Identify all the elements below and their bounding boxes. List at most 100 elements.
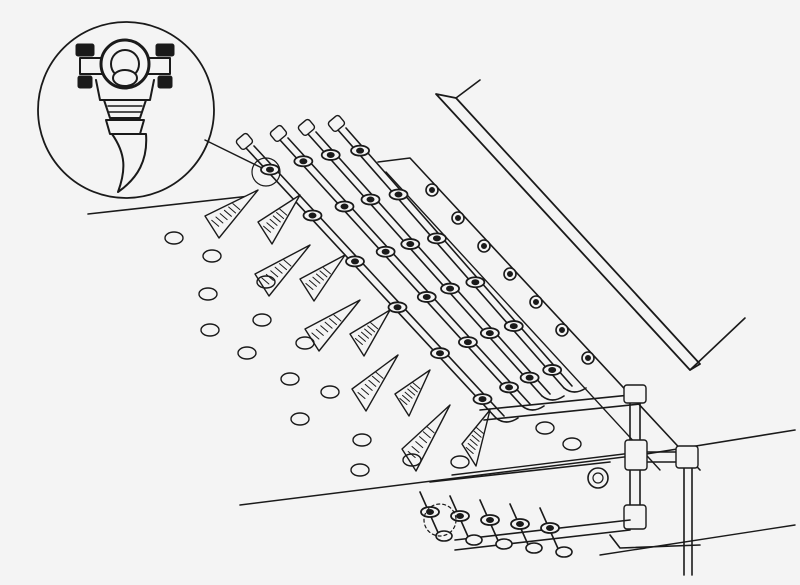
spray-droplet [352, 433, 372, 447]
spray-stipple [261, 277, 270, 285]
bolt-center [481, 243, 487, 249]
spray-droplet [535, 421, 555, 435]
spray-stipple [333, 314, 342, 322]
spray-stipple [211, 219, 220, 227]
nozzle-tip [471, 279, 480, 286]
spray-cone [257, 194, 301, 245]
pipe-edge [253, 145, 505, 417]
nozzle-tip [266, 166, 274, 173]
spray-cone [299, 254, 346, 302]
spray-stipple [276, 212, 285, 220]
pipe-elbow [541, 395, 565, 401]
nozzle-tip [406, 241, 415, 248]
spray-stipple [402, 394, 411, 402]
spray-stipple [354, 338, 363, 345]
nozzle-tip [486, 517, 494, 523]
spray-stipple [274, 266, 283, 274]
spray-stipple [263, 225, 272, 233]
nozzle-tip [326, 151, 335, 158]
hood-plate [377, 79, 746, 471]
spray-stipple [311, 332, 320, 340]
pipe-edge [315, 131, 551, 395]
spray-stipple [315, 328, 324, 336]
nozzle-tip [299, 158, 308, 165]
nozzle-tip [422, 293, 431, 300]
spray-cone [304, 299, 361, 352]
spray-droplet [450, 455, 470, 469]
spray-stipple [368, 379, 377, 387]
spray-stipple [357, 392, 366, 399]
spray-droplet [295, 336, 315, 350]
spray-stipple [215, 216, 224, 224]
pipe-edge [245, 147, 497, 419]
nozzle-tip [516, 521, 524, 527]
spray-stipple [370, 322, 379, 330]
nozzle-tip [546, 525, 554, 531]
spray-stipple [320, 325, 329, 333]
spray-stipple [312, 276, 321, 284]
nozzle-tip [436, 350, 444, 357]
pipe-manifold [235, 114, 595, 423]
spray-stipple [324, 321, 333, 329]
nozzle-tip [308, 212, 317, 219]
spray-stipple [319, 270, 328, 278]
nozzle-tip [356, 147, 365, 154]
spray-stipple [412, 382, 421, 390]
nozzle-tip [426, 509, 434, 515]
spray-stipple [411, 446, 420, 454]
pipe-edge [307, 133, 543, 397]
spray-stipple [399, 398, 408, 405]
spray-stipple [422, 431, 431, 439]
spray-stipple [415, 441, 424, 449]
pipe-end-cap [297, 118, 316, 137]
pipe-edge [345, 127, 573, 387]
spray-stipple [419, 436, 428, 444]
spray-stipple [269, 218, 278, 226]
spray-droplet [280, 372, 300, 386]
pipe-edge [287, 137, 531, 405]
nozzle-tip [432, 235, 441, 242]
spray-stipple [270, 270, 279, 278]
spray-stipple [223, 209, 232, 217]
spray-droplet [562, 437, 582, 451]
pipe-fitting [465, 534, 483, 546]
spray-droplet [164, 231, 184, 245]
spray-droplet [320, 385, 340, 399]
spray-stipple [409, 385, 418, 393]
spray-stipple [357, 334, 366, 342]
spray-droplets [164, 231, 582, 477]
detail-marker [423, 503, 457, 537]
spray-stipple [266, 222, 275, 230]
spray-cone [204, 189, 259, 239]
spray-stipple [471, 434, 480, 442]
pipe-end-cap [327, 114, 346, 133]
spray-stipple [219, 213, 228, 221]
nozzle-tip [456, 513, 464, 519]
spray-stipple [371, 375, 380, 383]
pipe-fitting [495, 538, 513, 550]
spray-stipple [305, 283, 314, 290]
spray-cone [351, 354, 399, 412]
bolt-center [559, 327, 565, 333]
spray-droplet [256, 275, 276, 289]
nozzle-tip [485, 330, 494, 337]
spray-droplet [200, 323, 220, 337]
pipe-elbow [563, 387, 587, 393]
spray-stipple [308, 279, 317, 287]
bolt-center [507, 271, 513, 277]
pipe-edge [279, 139, 523, 407]
nozzle-tip [381, 248, 390, 255]
conveyor-belt [87, 195, 796, 556]
spray-stipple [279, 263, 288, 271]
spray-stipple [322, 267, 331, 275]
spray-stipple [361, 331, 370, 339]
spray-stipple [404, 391, 413, 399]
bolt-center [429, 187, 435, 193]
nozzle-tip [509, 323, 518, 330]
spray-stipple [475, 426, 484, 434]
spray-droplet [350, 463, 370, 477]
bolt-center [455, 215, 461, 221]
spray-droplet [290, 412, 310, 426]
